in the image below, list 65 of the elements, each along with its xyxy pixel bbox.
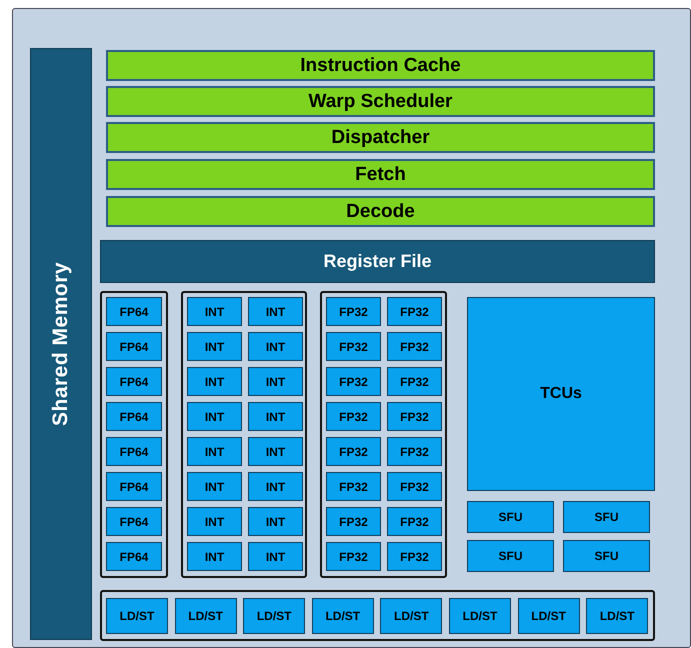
unit-block: INT [187, 332, 242, 361]
pipeline-stage-bar: Dispatcher [106, 122, 655, 153]
unit-block: SFU [467, 501, 554, 533]
unit-block: INT [187, 367, 242, 396]
unit-block: FP64 [106, 332, 162, 361]
unit-block: FP32 [387, 332, 442, 361]
unit-block: INT [248, 367, 303, 396]
unit-block: FP32 [326, 472, 381, 501]
unit-block: FP32 [326, 542, 381, 571]
unit-block: FP64 [106, 402, 162, 431]
register-file-bar: Register File [100, 240, 655, 283]
unit-block: FP64 [106, 297, 162, 326]
unit-block: INT [248, 332, 303, 361]
unit-block: LD/ST [174, 598, 237, 634]
memory-bar: Shared Memory [30, 48, 92, 640]
unit-block: FP32 [326, 402, 381, 431]
unit-block: FP32 [387, 437, 442, 466]
unit-block: LD/ST [106, 598, 168, 634]
unit-block: LD/ST [586, 598, 648, 634]
unit-block: INT [248, 437, 303, 466]
unit-block: INT [187, 542, 242, 571]
unit-block: FP64 [106, 542, 162, 571]
unit-block: INT [187, 472, 242, 501]
unit-block: SFU [563, 501, 650, 533]
unit-block: FP32 [387, 297, 442, 326]
pipeline-stage-bar: Decode [106, 196, 655, 227]
unit-block: LD/ST [312, 598, 374, 634]
unit-block: INT [248, 507, 303, 536]
unit-block: SFU [467, 540, 554, 572]
processor-block [12, 8, 691, 648]
unit-block: FP32 [326, 437, 381, 466]
unit-block: INT [248, 542, 303, 571]
unit-block: FP32 [387, 402, 442, 431]
unit-block: FP32 [387, 367, 442, 396]
unit-block: LD/ST [243, 598, 306, 634]
unit-block: INT [187, 507, 242, 536]
unit-block: INT [187, 402, 242, 431]
unit-block: LD/ST [380, 598, 442, 634]
pipeline-stage-bar: Instruction Cache [106, 50, 655, 81]
unit-block: FP32 [326, 507, 381, 536]
unit-block: FP32 [326, 297, 381, 326]
unit-group-frame [100, 291, 168, 578]
unit-block: FP64 [106, 507, 162, 536]
unit-block: FP64 [106, 472, 162, 501]
unit-block: FP32 [387, 472, 442, 501]
unit-block: FP32 [326, 332, 381, 361]
unit-block: FP64 [106, 437, 162, 466]
unit-block: LD/ST [449, 598, 511, 634]
unit-block: FP64 [106, 367, 162, 396]
unit-block: INT [187, 437, 242, 466]
unit-group-frame [181, 291, 307, 578]
unit-block: FP32 [326, 367, 381, 396]
unit-block: INT [248, 297, 303, 326]
unit-block: INT [187, 297, 242, 326]
pipeline-stage-bar: Warp Scheduler [106, 86, 655, 117]
unit-group-frame [100, 590, 655, 641]
tensor-core-block: TCUs [467, 297, 655, 491]
unit-block: INT [248, 472, 303, 501]
unit-group-frame [320, 291, 447, 578]
unit-block: SFU [563, 540, 650, 572]
unit-block: FP32 [387, 542, 442, 571]
unit-block: FP32 [387, 507, 442, 536]
unit-block: INT [248, 402, 303, 431]
pipeline-stage-bar: Fetch [106, 159, 655, 190]
unit-block: LD/ST [518, 598, 580, 634]
